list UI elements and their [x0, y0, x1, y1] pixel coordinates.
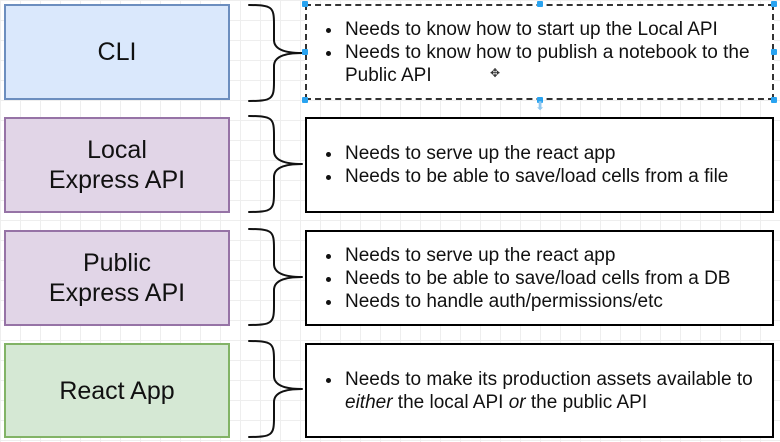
list-item: Needs to make its production assets avai… — [343, 368, 772, 414]
list-item: Needs to be able to save/load cells from… — [343, 165, 728, 188]
list-item: Needs to handle auth/permissions/etc — [343, 290, 730, 313]
public-express-api-component[interactable]: Public Express API — [4, 230, 230, 326]
public-express-api-component-label: Public Express API — [48, 249, 186, 307]
list-item: Needs to be able to save/load cells from… — [343, 267, 730, 290]
resize-handle-right[interactable] — [771, 49, 777, 55]
emphasis-or: or — [508, 391, 526, 413]
curly-brace-public-express-api — [248, 228, 303, 326]
cli-component[interactable]: CLI — [4, 4, 230, 100]
local-express-api-component[interactable]: Local Express API — [4, 117, 230, 213]
cli-requirements-box[interactable]: Needs to know how to start up the Local … — [305, 4, 774, 100]
curly-brace-local-express-api — [248, 115, 303, 213]
react-app-component[interactable]: React App — [4, 343, 230, 438]
resize-handle-top-left[interactable] — [302, 1, 308, 7]
list-item: Needs to serve up the react app — [343, 244, 730, 267]
cli-requirements-list: Needs to know how to start up the Local … — [307, 18, 772, 87]
list-item: Needs to serve up the react app — [343, 142, 728, 165]
curly-brace-react-app — [248, 340, 303, 438]
resize-handle-bottom-right[interactable] — [771, 97, 777, 103]
emphasis-either: either — [345, 391, 393, 413]
list-item: Needs to know how to start up the Local … — [343, 18, 772, 41]
react-app-component-label: React App — [59, 376, 175, 405]
react-app-requirements-list: Needs to make its production assets avai… — [307, 368, 772, 414]
resize-handle-top-right[interactable] — [771, 1, 777, 7]
move-cursor-icon: ✥ — [490, 66, 501, 80]
list-item: Needs to know how to publish a notebook … — [343, 41, 772, 87]
public-express-api-requirements-list: Needs to serve up the react app Needs to… — [307, 244, 730, 313]
resize-handle-bottom-left[interactable] — [302, 97, 308, 103]
public-express-api-requirements-box[interactable]: Needs to serve up the react app Needs to… — [305, 230, 774, 326]
resize-handle-bottom[interactable] — [537, 97, 543, 103]
curly-brace-cli — [248, 4, 303, 102]
cli-component-label: CLI — [97, 38, 137, 66]
resize-handle-left[interactable] — [302, 49, 308, 55]
local-express-api-requirements-box[interactable]: Needs to serve up the react app Needs to… — [305, 117, 774, 213]
connection-arrow-icon[interactable]: ⬇ — [535, 99, 546, 113]
local-express-api-component-label: Local Express API — [48, 136, 186, 194]
local-express-api-requirements-list: Needs to serve up the react app Needs to… — [307, 142, 728, 188]
react-app-requirements-box[interactable]: Needs to make its production assets avai… — [305, 343, 774, 438]
resize-handle-top[interactable] — [537, 1, 543, 7]
